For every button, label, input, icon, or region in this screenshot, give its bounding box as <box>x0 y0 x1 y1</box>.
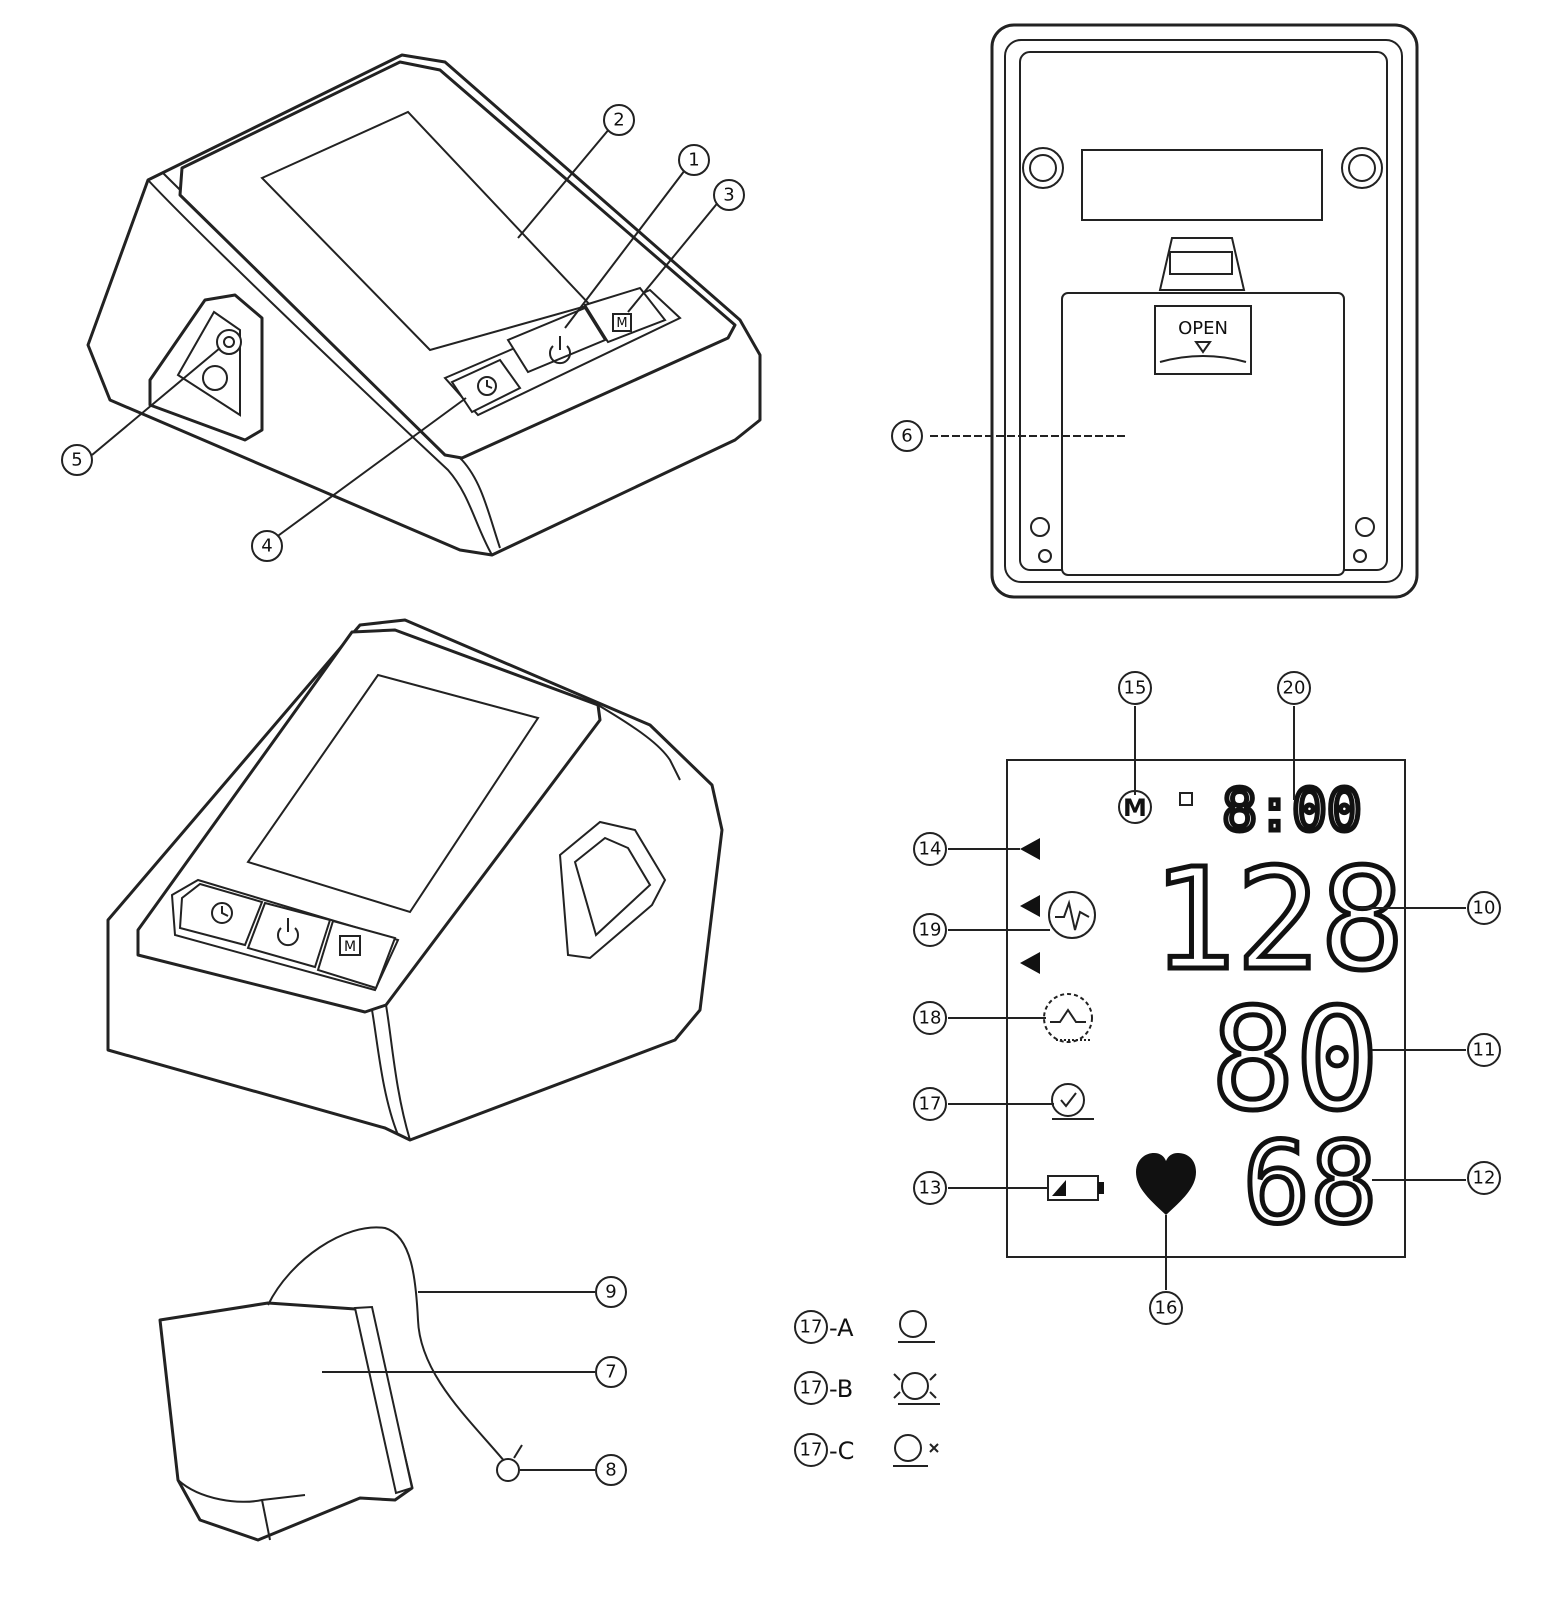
triangle-arrow-icon-bottom <box>1020 952 1040 974</box>
lcd-diastolic-value: 80 <box>1211 979 1380 1142</box>
adapter-socket <box>202 365 228 391</box>
callout-8: 8 <box>595 1454 627 1486</box>
arm-movement-icon <box>1043 993 1093 1043</box>
cuff-normal-icon <box>898 1310 935 1343</box>
display-window-2 <box>246 673 540 914</box>
memory-button-2-label: M <box>344 939 356 955</box>
monitor-front-view: M <box>86 53 762 557</box>
legend-17-c: 17 -C <box>794 1433 939 1467</box>
svg-text:10: 10 <box>1473 898 1496 919</box>
air-connector-plug <box>496 1458 520 1482</box>
callout-10: 10 <box>1467 891 1501 925</box>
callout-20: 20 <box>1277 671 1311 705</box>
clock-button-2[interactable] <box>178 882 264 947</box>
battery-icon <box>1047 1175 1104 1201</box>
callout-9: 9 <box>595 1276 627 1308</box>
cuff-error-icon <box>893 1434 939 1467</box>
svg-text:12: 12 <box>1473 1168 1496 1189</box>
legend-17-a: 17 -A <box>794 1310 935 1344</box>
callout-markers: 1 2 3 4 5 6 7 8 9 10 11 12 13 14 15 16 1… <box>61 104 1501 1486</box>
svg-text:7: 7 <box>605 1362 616 1383</box>
callout-17: 17 <box>913 1087 947 1121</box>
monitor-angled-view: M <box>106 618 724 1142</box>
svg-text:9: 9 <box>605 1282 616 1303</box>
callout-7: 7 <box>595 1356 627 1388</box>
memory-button-2[interactable]: M <box>316 919 397 990</box>
callout-14: 14 <box>913 832 947 866</box>
callout-16: 16 <box>1149 1291 1183 1325</box>
memory-button-label: M <box>616 316 627 331</box>
power-button-2[interactable] <box>246 901 332 969</box>
callout-5: 5 <box>61 444 93 476</box>
svg-text:20: 20 <box>1283 678 1306 699</box>
lcd-display-diagram: M 8:00 128 80 68 <box>1006 759 1407 1258</box>
cuff-status-legend: 17 -A 17 -B 17 -C <box>794 1310 940 1467</box>
svg-text:17: 17 <box>800 1317 823 1338</box>
lcd-time: 8:00 <box>1222 776 1362 844</box>
callout-1: 1 <box>678 144 710 176</box>
callout-3: 3 <box>713 179 745 211</box>
svg-text:3: 3 <box>723 185 734 206</box>
svg-text:17: 17 <box>800 1378 823 1399</box>
air-socket <box>216 329 242 355</box>
lcd-memory-symbol: M <box>1123 794 1147 822</box>
legend-17-c-label: -C <box>829 1437 854 1465</box>
callout-19: 19 <box>913 913 947 947</box>
cover-latch[interactable] <box>1154 305 1252 375</box>
svg-text:8: 8 <box>605 1460 616 1481</box>
callout-13: 13 <box>913 1171 947 1205</box>
svg-text:19: 19 <box>919 920 942 941</box>
svg-text:17: 17 <box>919 1094 942 1115</box>
lcd-systolic-value: 128 <box>1152 839 1405 1002</box>
power-icon <box>549 336 571 365</box>
arm-cuff <box>158 1226 523 1542</box>
monitor-back-view: OPEN <box>990 23 1419 599</box>
power-icon-2 <box>277 918 299 947</box>
cuff-loose-icon <box>893 1372 940 1405</box>
svg-text:6: 6 <box>901 426 912 447</box>
irregular-heartbeat-icon <box>1048 891 1096 939</box>
heart-icon <box>1136 1153 1196 1215</box>
svg-text:14: 14 <box>919 839 942 860</box>
open-label: OPEN <box>1178 318 1228 339</box>
legend-17-a-label: -A <box>829 1314 854 1342</box>
svg-text:5: 5 <box>71 450 82 471</box>
memory-icon <box>612 313 632 332</box>
legend-17-b: 17 -B <box>794 1371 940 1405</box>
callout-2: 2 <box>603 104 635 136</box>
clock-icon <box>477 376 497 396</box>
svg-text:2: 2 <box>613 110 624 131</box>
small-square-icon <box>1179 792 1193 806</box>
callout-6: 6 <box>891 420 923 452</box>
svg-text:15: 15 <box>1124 678 1147 699</box>
clock-icon-2 <box>211 902 233 924</box>
callout-18: 18 <box>913 1001 947 1035</box>
svg-text:17: 17 <box>800 1440 823 1461</box>
svg-text:1: 1 <box>688 150 699 171</box>
battery-compartment-cover[interactable] <box>1061 292 1345 576</box>
memory-button[interactable]: M <box>583 286 667 344</box>
svg-text:11: 11 <box>1473 1040 1496 1061</box>
callout-11: 11 <box>1467 1033 1501 1067</box>
power-button[interactable] <box>506 306 607 374</box>
cuff-check-icon <box>1051 1083 1094 1120</box>
lcd-pulse-value: 68 <box>1243 1119 1378 1249</box>
triangle-arrow-icon-middle <box>1020 895 1040 917</box>
memory-symbol-icon: M <box>1118 790 1152 824</box>
svg-text:4: 4 <box>261 536 272 557</box>
svg-text:18: 18 <box>919 1008 942 1029</box>
triangle-arrow-icon-top <box>1020 838 1040 860</box>
clock-button[interactable] <box>450 358 522 414</box>
callout-4: 4 <box>251 530 283 562</box>
legend-17-b-label: -B <box>829 1375 853 1403</box>
callout-15: 15 <box>1118 671 1152 705</box>
memory-icon-2 <box>339 935 361 956</box>
callout-12: 12 <box>1467 1161 1501 1195</box>
svg-text:13: 13 <box>919 1178 942 1199</box>
svg-text:16: 16 <box>1155 1298 1178 1319</box>
